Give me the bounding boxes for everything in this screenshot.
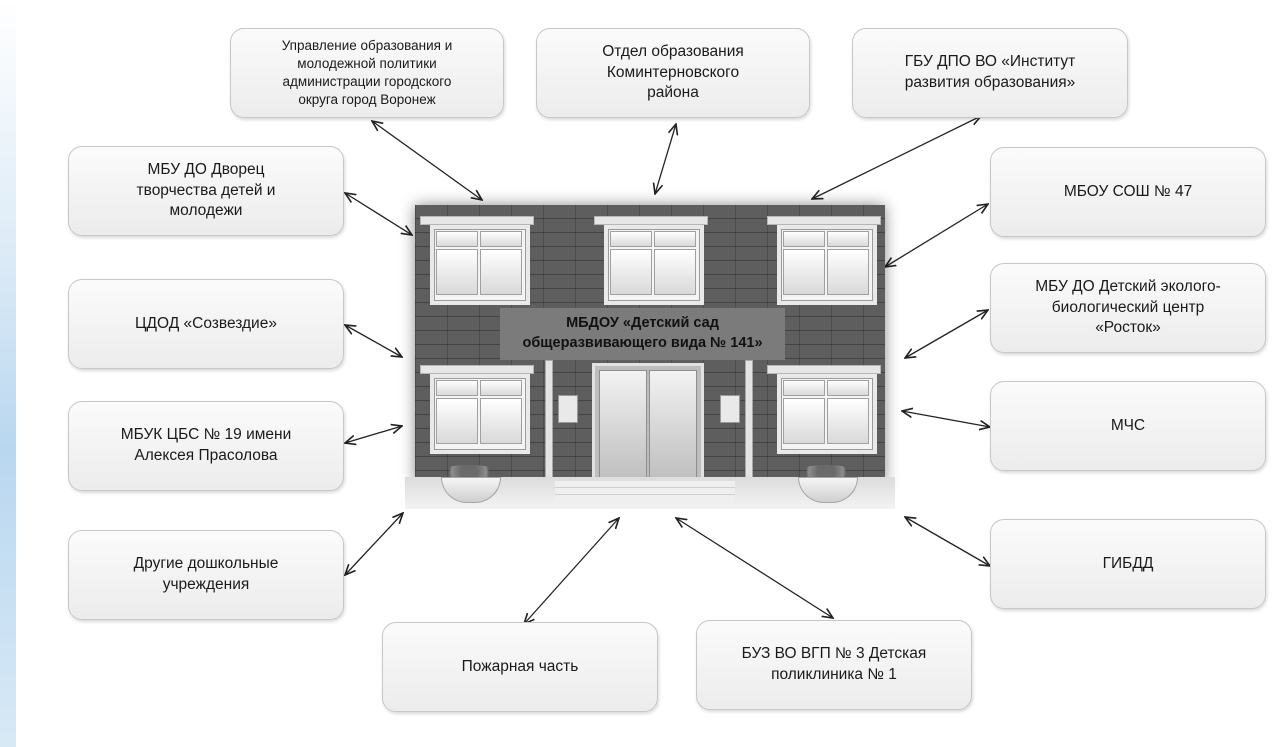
kindergarten-name: МБДОУ «Детский сад общеразвивающего вида…: [522, 315, 763, 351]
node-pozhar-label: Пожарная часть: [461, 657, 579, 675]
window: [777, 225, 877, 305]
node-rostok-label: МБУ ДО Детский эколого- биологический це…: [1035, 277, 1221, 337]
node-drugie: Другие дошкольные учреждения: [68, 530, 344, 620]
node-otdel-label: Отдел образования Коминтерновского район…: [602, 42, 744, 102]
entrance-column: [545, 360, 553, 490]
node-mbuk: МБУК ЦБС № 19 имени Алексея Прасолова: [68, 401, 344, 491]
node-gibdd-label: ГИБДД: [1102, 554, 1154, 572]
arrow-mbuk: [345, 426, 402, 443]
arrow-gbu: [812, 116, 981, 199]
window-ledge: [420, 216, 534, 225]
node-sosh-label: МБОУ СОШ № 47: [1063, 182, 1193, 200]
node-drugie-label: Другие дошкольные учреждения: [133, 555, 279, 593]
kindergarten-building: МБДОУ «Детский сад общеразвивающего вида…: [405, 195, 895, 515]
arrow-mchs: [902, 411, 990, 427]
window: [777, 374, 877, 454]
node-buz-label: БУЗ ВО ВГП № 3 Детская поликлиника № 1: [741, 645, 927, 683]
node-gbu: ГБУ ДПО ВО «Институт развития образовани…: [852, 28, 1128, 118]
window-ledge: [767, 365, 881, 374]
kindergarten-name-sign: МБДОУ «Детский сад общеразвивающего вида…: [500, 308, 785, 360]
flower-bed: [798, 465, 854, 479]
arrow-gibdd: [905, 517, 990, 566]
node-upravlenie-label: Управление образования и молодежной поли…: [281, 37, 453, 108]
decorative-left-band: [0, 0, 16, 747]
entrance-column: [745, 360, 753, 490]
arrow-rostok: [905, 310, 988, 358]
arrow-drugie: [345, 513, 403, 575]
node-cdod: ЦДОД «Созвездие»: [68, 279, 344, 369]
entrance-door: [592, 363, 704, 489]
node-cdod-label: ЦДОД «Созвездие»: [135, 314, 277, 332]
node-pozhar: Пожарная часть: [382, 622, 658, 712]
flower-bed: [441, 465, 497, 479]
arrow-upravlenie: [372, 121, 482, 200]
arrow-otdel: [655, 124, 676, 194]
node-upravlenie: Управление образования и молодежной поли…: [230, 28, 504, 118]
node-mchs-label: МЧС: [1110, 416, 1146, 434]
node-mchs: МЧС: [990, 381, 1266, 471]
node-dvorec: МБУ ДО Дворец творчества детей и молодеж…: [68, 146, 344, 236]
node-gibdd: ГИБДД: [990, 519, 1266, 609]
window-ledge: [594, 216, 708, 225]
node-dvorec-label: МБУ ДО Дворец творчества детей и молодеж…: [136, 160, 276, 220]
wall-plaque: [558, 395, 578, 423]
window: [430, 225, 530, 305]
window-ledge: [767, 216, 881, 225]
arrow-dvorec: [345, 193, 412, 235]
arrow-buz: [676, 518, 833, 618]
wall-plaque: [720, 395, 740, 423]
arrow-pozhar: [524, 518, 619, 624]
node-buz: БУЗ ВО ВГП № 3 Детская поликлиника № 1: [696, 620, 972, 710]
arrow-sosh: [885, 204, 988, 267]
node-mbuk-label: МБУК ЦБС № 19 имени Алексея Прасолова: [120, 426, 292, 464]
node-gbu-label: ГБУ ДПО ВО «Институт развития образовани…: [904, 53, 1076, 91]
node-otdel: Отдел образования Коминтерновского район…: [536, 28, 810, 118]
window-ledge: [420, 365, 534, 374]
entrance-steps: [555, 481, 735, 501]
node-sosh: МБОУ СОШ № 47: [990, 147, 1266, 237]
window: [604, 225, 704, 305]
window: [430, 374, 530, 454]
arrow-cdod: [345, 325, 402, 357]
node-rostok: МБУ ДО Детский эколого- биологический це…: [990, 263, 1266, 353]
